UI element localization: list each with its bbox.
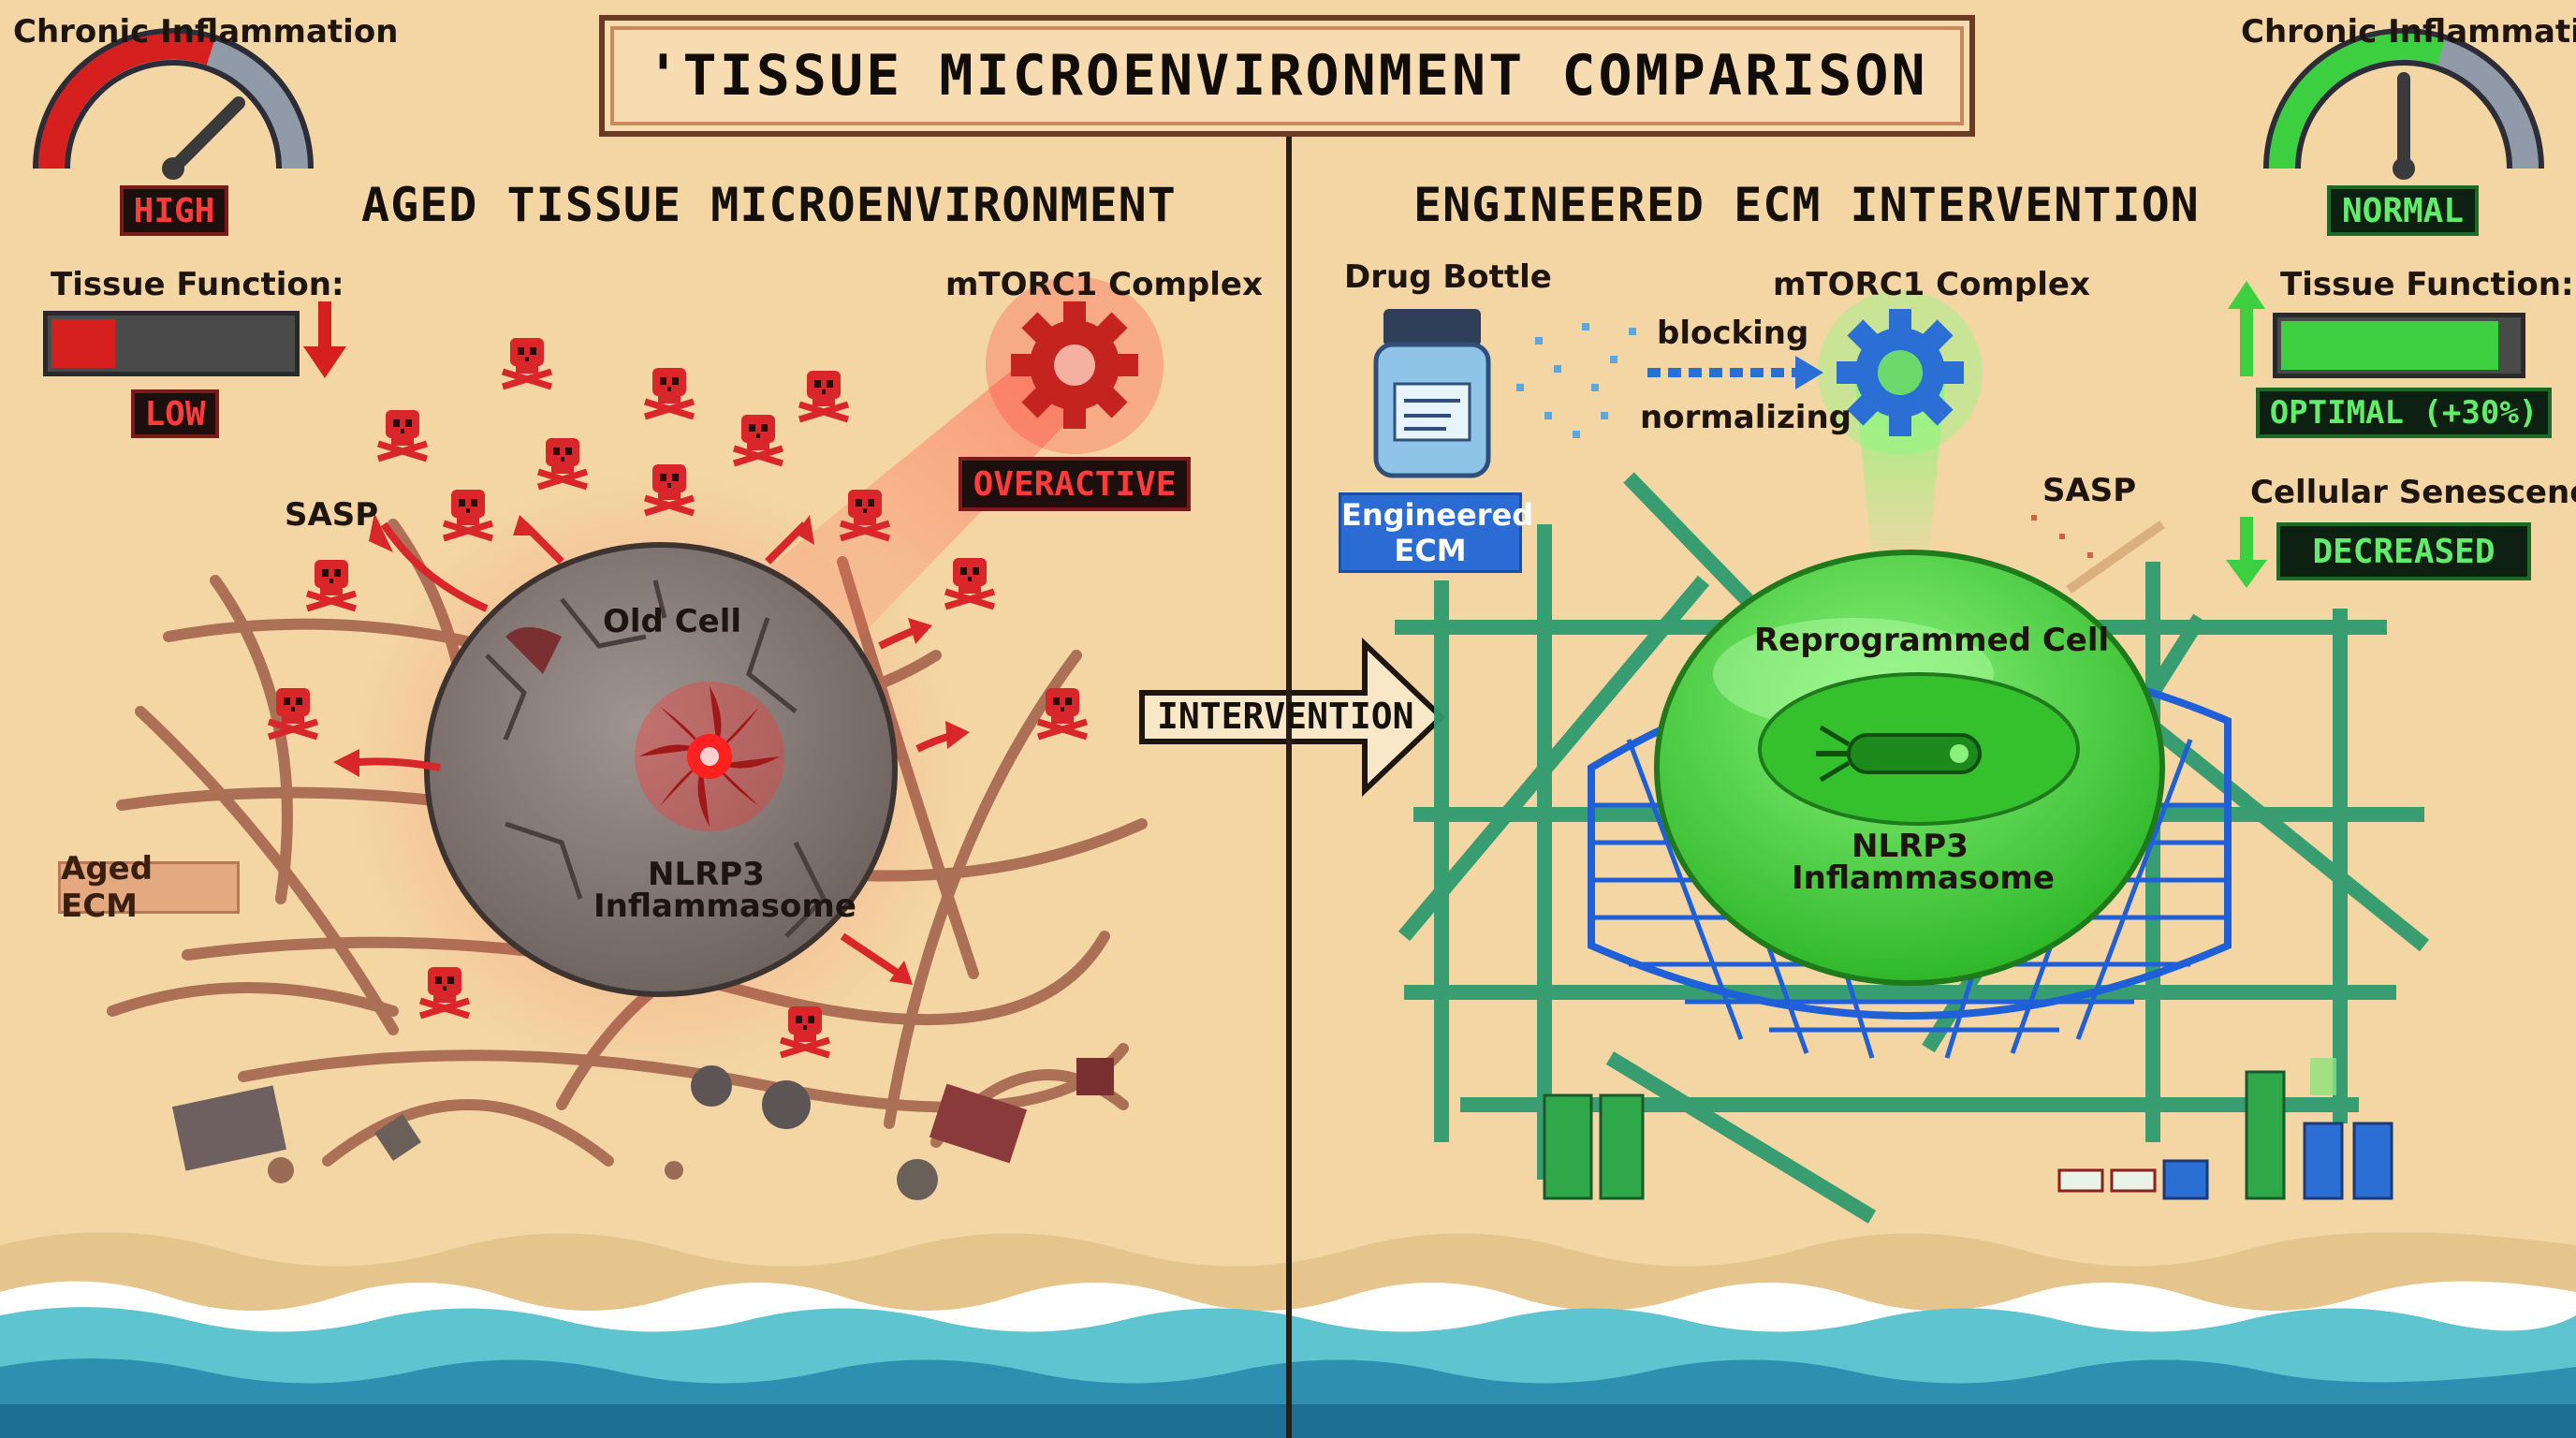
nlrp3-inflammasome-icon [635, 682, 784, 831]
left-nlrp3-label-1: NLRP3 [648, 856, 765, 893]
right-tissue-function-bar [2273, 313, 2525, 378]
right-inflammation-status: NORMAL [2327, 185, 2479, 236]
left-mtorc1-label: mTORC1 Complex [945, 266, 1263, 303]
cell-debris [171, 1058, 1114, 1200]
old-cell-label: Old Cell [603, 603, 742, 640]
left-nlrp3-label-2: Inflammasome [593, 888, 856, 925]
left-sasp-label: SASP [285, 496, 379, 534]
right-tissue-function-label: Tissue Function: [2280, 266, 2574, 303]
right-tissue-function-status: OPTIMAL (+30%) [2256, 388, 2552, 438]
aged-ecm-label: Aged ECM [58, 850, 240, 925]
right-section-title: ENGINEERED ECM INTERVENTION [1413, 178, 2200, 232]
engineered-ecm-label-2: ECM [1394, 533, 1467, 568]
arrow-right-icon [1647, 356, 1823, 389]
intervention-label-box: INTERVENTION [1136, 644, 1445, 790]
old-cell-body [424, 542, 898, 997]
blocking-label: blocking [1657, 315, 1809, 352]
right-nlrp3-label-2: Inflammasome [1792, 859, 2055, 897]
left-section-title: AGED TISSUE MICROENVIRONMENT [361, 178, 1177, 232]
page-title: 'TISSUE MICROENVIRONMENT COMPARISON [646, 43, 1928, 109]
down-arrow-green-icon [2226, 517, 2267, 588]
right-inflammation-label: Chronic Inflammation [2241, 13, 2576, 51]
sasp-faded [2031, 515, 2165, 594]
right-mtorc1-label: mTORC1 Complex [1773, 266, 2090, 303]
page-title-frame: 'TISSUE MICROENVIRONMENT COMPARISON [599, 15, 1975, 137]
drug-bottle-label: Drug Bottle [1344, 258, 1552, 296]
gauge-icon-normal [2263, 28, 2544, 180]
gauge-icon-high [33, 28, 314, 180]
bar-stacks-right [1543, 1058, 2393, 1200]
drug-bottle-icon [1373, 309, 1491, 478]
left-mtorc1-status: OVERACTIVE [959, 457, 1191, 511]
mtorc1-red-gear-icon [986, 276, 1164, 454]
center-divider [1286, 137, 1292, 1438]
drug-particles [1516, 323, 1636, 438]
up-arrow-icon [2228, 281, 2265, 376]
mtorc1-blue-gear-icon [1818, 290, 1983, 455]
left-tissue-function-status: LOW [131, 389, 219, 438]
normalizing-label: normalizing [1640, 399, 1852, 436]
intervention-arrow [1139, 638, 1446, 797]
reprogrammed-cell-label: Reprogrammed Cell [1754, 622, 2110, 659]
left-tissue-function-bar [43, 311, 300, 376]
down-arrow-icon [303, 301, 346, 378]
left-tissue-function-fill [51, 319, 115, 368]
senescence-label: Cellular Senescence [2250, 474, 2576, 511]
right-tissue-function-fill [2281, 321, 2498, 370]
engineered-ecm-label: Engineered ECM [1339, 492, 1534, 573]
senescence-status: DECREASED [2276, 522, 2531, 580]
left-inflammation-status: HIGH [120, 185, 228, 236]
engineered-ecm-label-1: Engineered [1341, 497, 1534, 533]
intervention-label: INTERVENTION [1157, 696, 1414, 737]
nlrp3-green-icon [1816, 725, 1982, 783]
left-inflammation-label: Chronic Inflammation [13, 13, 399, 51]
right-sasp-label: SASP [2042, 472, 2137, 509]
right-nlrp3-label-1: NLRP3 [1852, 828, 1969, 865]
left-tissue-function-label: Tissue Function: [51, 266, 344, 303]
